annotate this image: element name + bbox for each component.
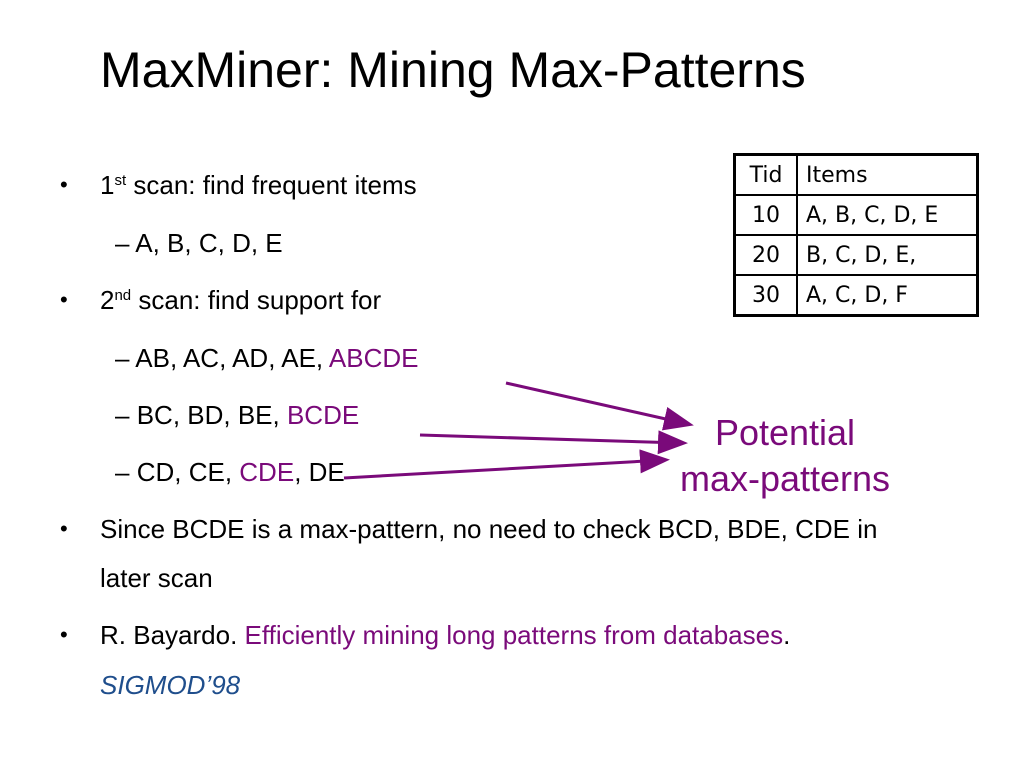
table-row: 20 B, C, D, E, bbox=[733, 234, 979, 276]
table-header-row: Tid Items bbox=[733, 153, 979, 196]
arrow-to-cde bbox=[343, 449, 670, 480]
sub-bullet-1-1: – A, B, C, D, E bbox=[115, 228, 283, 258]
arrow-to-bcde bbox=[419, 430, 688, 455]
bullet-2: 2nd scan: find support for bbox=[100, 285, 382, 315]
bullet-icon: • bbox=[60, 172, 68, 197]
transaction-table: Tid Items 10 A, B, C, D, E 20 B, C, D, E… bbox=[733, 153, 979, 317]
bullet-icon: • bbox=[60, 622, 68, 647]
slide-title: MaxMiner: Mining Max-Patterns bbox=[100, 42, 806, 98]
bullet-icon: • bbox=[60, 516, 68, 541]
sub-bullet-2-3: – CD, CE, CDE, DE bbox=[115, 457, 345, 487]
callout-label: Potential max-patterns bbox=[679, 412, 891, 499]
table-row: 30 A, C, D, F bbox=[733, 274, 979, 317]
bullet-3-line-2: later scan bbox=[100, 563, 213, 593]
header-items: Items bbox=[796, 153, 979, 196]
bullet-1: 1st scan: find frequent items bbox=[100, 170, 417, 200]
bullet-icon: • bbox=[60, 287, 68, 312]
arrow-to-abcde bbox=[505, 381, 694, 431]
sub-bullet-2-2: – BC, BD, BE, BCDE bbox=[115, 400, 360, 430]
bullet-4-citation: R. Bayardo. Efficiently mining long patt… bbox=[100, 620, 791, 650]
table-row: 10 A, B, C, D, E bbox=[733, 194, 979, 236]
venue: SIGMOD’98 bbox=[100, 670, 241, 700]
paper-title: Efficiently mining long patterns from da… bbox=[244, 620, 784, 650]
bullet-3-line-1: Since BCDE is a max-pattern, no need to … bbox=[100, 514, 878, 544]
header-tid: Tid bbox=[733, 153, 798, 196]
sub-bullet-2-1: – AB, AC, AD, AE, ABCDE bbox=[115, 343, 419, 373]
